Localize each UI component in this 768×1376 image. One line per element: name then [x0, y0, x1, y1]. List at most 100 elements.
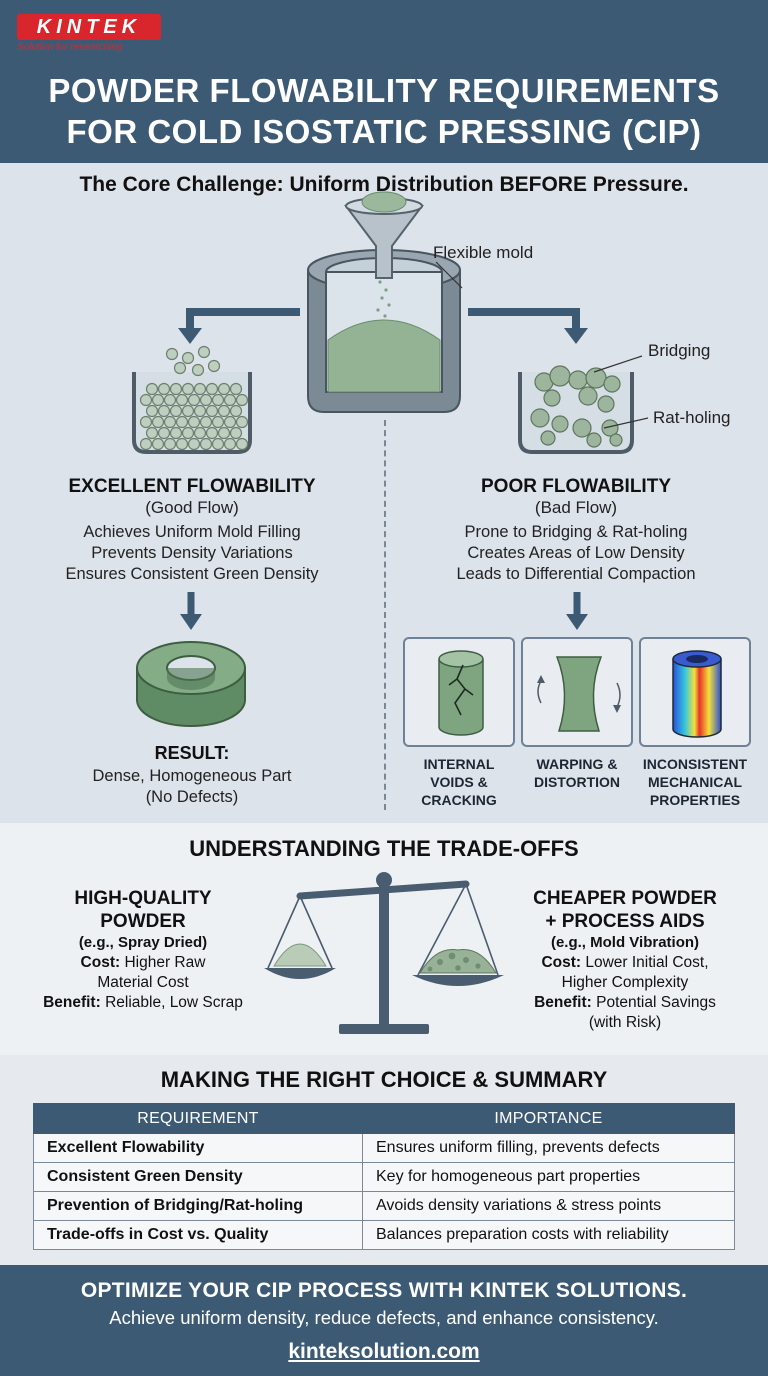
importance-cell: Balances preparation costs with reliabil… — [362, 1220, 735, 1250]
powder-sphere — [139, 437, 153, 451]
tradeoff-left: HIGH-QUALITY POWDER (e.g., Spray Dried) … — [43, 888, 243, 1011]
balance-scale-icon — [264, 872, 504, 1034]
powder-sphere — [211, 415, 225, 429]
logo-tagline: Solution for researching — [17, 42, 123, 53]
density-heatmap-icon — [672, 650, 722, 738]
good-point: Ensures Consistent Green Density — [65, 565, 319, 583]
good-flow-title: EXCELLENT FLOWABILITY — [68, 476, 316, 497]
powder-sphere — [169, 426, 183, 440]
poor-point: Prone to Bridging & Rat-holing — [464, 523, 688, 541]
powder-sphere — [181, 426, 195, 440]
table-row: Excellent Flowability Ensures uniform fi… — [33, 1133, 735, 1163]
powder-sphere — [187, 437, 201, 451]
powder-sphere — [145, 404, 159, 418]
poor-flow-container-illustration — [518, 355, 649, 454]
powder-sphere — [205, 426, 219, 440]
defect-label-cracking: INTERNAL VOIDS & CRACKING — [421, 756, 497, 808]
powder-sphere — [151, 393, 165, 407]
good-flow-container-illustration — [132, 345, 252, 454]
powder-sphere — [217, 382, 231, 396]
powder-sphere — [205, 404, 219, 418]
powder-sphere — [193, 404, 207, 418]
powder-sphere — [235, 437, 249, 451]
arrow-down-icon — [566, 614, 588, 630]
warped-part-icon — [537, 656, 621, 732]
importance-cell: Avoids density variations & stress point… — [362, 1191, 735, 1221]
powder-sphere — [145, 426, 159, 440]
powder-sphere — [157, 426, 171, 440]
powder-sphere — [223, 393, 237, 407]
page-title: POWDER FLOWABILITY REQUIREMENTS FOR COLD… — [0, 70, 768, 152]
defect-card-properties — [639, 637, 751, 747]
defect-label-warping: WARPING & DISTORTION — [533, 756, 621, 790]
powder-sphere — [163, 415, 177, 429]
title-line-2: FOR COLD ISOSTATIC PRESSING (CIP) — [66, 113, 702, 150]
table-row: Prevention of Bridging/Rat-holing Avoids… — [33, 1191, 735, 1221]
defect-card-cracking — [403, 637, 515, 747]
arrow-right-icon — [468, 308, 580, 330]
poor-point: Leads to Differential Compaction — [456, 565, 696, 583]
core-challenge-heading: The Core Challenge: Uniform Distribution… — [79, 173, 689, 196]
table-row: Trade-offs in Cost vs. Quality Balances … — [33, 1220, 735, 1250]
powder-sphere — [211, 393, 225, 407]
footer-link[interactable]: kinteksolution.com — [288, 1340, 480, 1363]
powder-sphere — [187, 415, 201, 429]
poor-flow-points: Prone to Bridging & Rat-holing Creates A… — [384, 522, 768, 585]
defect-label-properties: INCONSISTENT MECHANICAL PROPERTIES — [642, 756, 748, 808]
requirement-cell: Excellent Flowability — [33, 1133, 363, 1163]
result-illustrations — [136, 592, 588, 727]
good-point: Prevents Density Variations — [91, 544, 293, 562]
powder-sphere — [157, 404, 171, 418]
result-title: RESULT: — [154, 743, 230, 763]
defect-card-warping — [521, 637, 633, 747]
powder-sphere — [151, 415, 165, 429]
powder-sphere — [175, 437, 189, 451]
tradeoff-right: CHEAPER POWDER + PROCESS AIDS (e.g., Mol… — [533, 888, 717, 1031]
arrow-left-icon — [186, 308, 300, 330]
powder-sphere — [163, 437, 177, 451]
poor-flow-title: POOR FLOWABILITY — [481, 476, 671, 497]
table-header-row: REQUIREMENT IMPORTANCE — [33, 1103, 735, 1134]
requirement-cell: Trade-offs in Cost vs. Quality — [33, 1220, 363, 1250]
flexible-mold-label: Flexible mold — [433, 243, 534, 262]
header-banner: KINTEK Solution for researching POWDER F… — [0, 0, 768, 163]
bridging-label: Bridging — [648, 341, 711, 360]
powder-sphere — [193, 382, 207, 396]
result-description: Dense, Homogeneous Part (No Defects) — [0, 766, 384, 808]
powder-sphere — [187, 393, 201, 407]
table-row: Consistent Green Density Key for homogen… — [33, 1162, 735, 1192]
powder-sphere — [223, 437, 237, 451]
powder-sphere — [181, 382, 195, 396]
result-line: (No Defects) — [145, 788, 239, 806]
powder-sphere — [211, 437, 225, 451]
good-point: Achieves Uniform Mold Filling — [83, 523, 301, 541]
powder-sphere — [169, 404, 183, 418]
powder-sphere — [169, 382, 183, 396]
powder-sphere — [199, 437, 213, 451]
powder-sphere — [217, 426, 231, 440]
good-flow-points: Achieves Uniform Mold Filling Prevents D… — [0, 522, 384, 585]
dense-ring-part-icon — [136, 641, 246, 727]
ratholing-label: Rat-holing — [653, 408, 731, 427]
powder-sphere — [235, 393, 249, 407]
summary-heading: MAKING THE RIGHT CHOICE & SUMMARY — [160, 1067, 608, 1092]
poor-flow-subtitle: (Bad Flow) — [534, 498, 618, 517]
powder-sphere — [199, 393, 213, 407]
importance-cell: Key for homogeneous part properties — [362, 1162, 735, 1192]
footer-banner: OPTIMIZE YOUR CIP PROCESS WITH KINTEK SO… — [0, 1265, 768, 1376]
kintek-logo[interactable]: KINTEK — [17, 14, 161, 40]
powder-sphere — [229, 426, 243, 440]
requirement-cell: Consistent Green Density — [33, 1162, 363, 1192]
powder-sphere — [139, 415, 153, 429]
footer-headline: OPTIMIZE YOUR CIP PROCESS WITH KINTEK SO… — [80, 1279, 688, 1302]
powder-sphere — [163, 393, 177, 407]
title-line-1: POWDER FLOWABILITY REQUIREMENTS — [48, 72, 720, 109]
powder-sphere — [229, 404, 243, 418]
powder-sphere — [181, 404, 195, 418]
powder-sphere — [139, 393, 153, 407]
column-divider — [384, 420, 386, 810]
powder-sphere — [223, 415, 237, 429]
powder-sphere — [217, 404, 231, 418]
powder-sphere — [193, 426, 207, 440]
summary-table: REQUIREMENT IMPORTANCE Excellent Flowabi… — [33, 1103, 735, 1250]
